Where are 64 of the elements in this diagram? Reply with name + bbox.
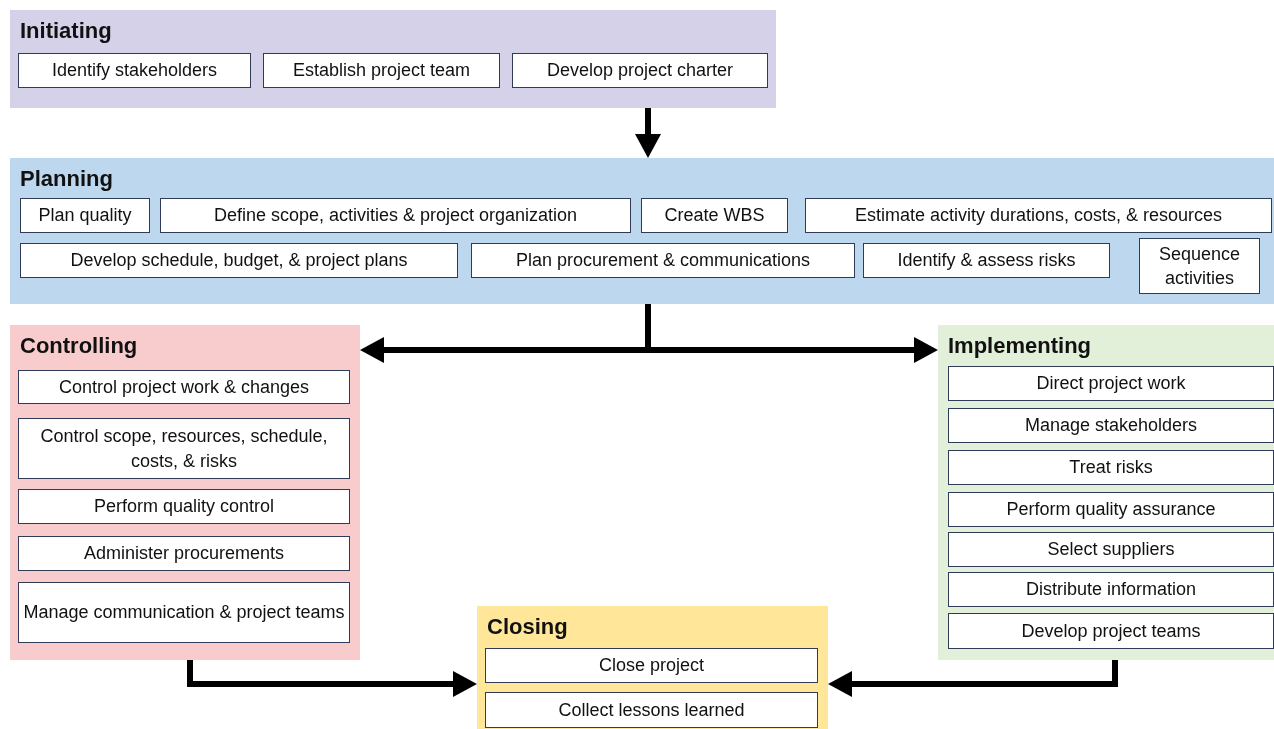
phase-panel [477, 606, 828, 729]
task-label: Sequence activities [1157, 242, 1242, 290]
process-box [863, 243, 1110, 278]
process-box [641, 198, 788, 233]
process-box [20, 198, 150, 233]
process-box [485, 692, 818, 728]
task-label: Control project work & changes [57, 375, 311, 399]
process-box [948, 366, 1274, 401]
process-box [18, 418, 350, 479]
process-box [948, 532, 1274, 567]
process-box [18, 582, 350, 643]
task-label: Manage stakeholders [1023, 414, 1199, 438]
task-label: Administer procurements [82, 542, 286, 566]
process-box [471, 243, 855, 278]
process-box [18, 489, 350, 524]
phase-title: Closing [487, 614, 568, 640]
process-box [805, 198, 1272, 233]
process-box [948, 492, 1274, 527]
arrow [645, 304, 938, 363]
process-box [512, 53, 768, 88]
task-label: Develop project charter [545, 59, 735, 83]
process-box [485, 648, 818, 683]
process-box [948, 572, 1274, 607]
task-label: Select suppliers [1046, 538, 1176, 562]
task-label: Develop schedule, budget, & project plans [69, 249, 409, 273]
phase-title: Planning [20, 166, 113, 192]
task-label: Identify & assess risks [896, 249, 1077, 273]
task-label: Distribute information [1024, 578, 1198, 602]
task-label: Control scope, resources, schedule, costs, & risks [39, 425, 329, 473]
task-label: Establish project team [291, 59, 472, 83]
task-label: Define scope, activities & project organization [212, 204, 579, 228]
task-label: Plan procurement & communications [514, 249, 812, 273]
process-box [18, 370, 350, 404]
arrow [635, 108, 661, 158]
phase-panel [10, 158, 1274, 304]
phase-title: Initiating [20, 18, 112, 44]
task-label: Direct project work [1035, 372, 1187, 396]
process-box [18, 536, 350, 571]
process-box [1139, 238, 1260, 294]
task-label: Treat risks [1068, 456, 1154, 480]
phase-title: Controlling [20, 333, 138, 359]
phase-panel [10, 325, 360, 660]
task-label: Plan quality [37, 204, 133, 228]
arrow [828, 660, 1118, 697]
task-label: Create WBS [663, 204, 766, 228]
process-box [18, 53, 251, 88]
task-label: Perform quality assurance [1005, 498, 1217, 522]
process-box [160, 198, 631, 233]
process-box [20, 243, 458, 278]
process-box [948, 450, 1274, 485]
phase-panel [938, 325, 1274, 660]
task-label: Identify stakeholders [50, 59, 219, 83]
task-label: Close project [597, 654, 705, 678]
task-label: Develop project teams [1020, 619, 1202, 643]
task-label: Collect lessons learned [557, 698, 746, 722]
process-box [948, 408, 1274, 443]
process-box [263, 53, 500, 88]
task-label: Estimate activity durations, costs, & resources [853, 204, 1224, 228]
task-label: Perform quality control [92, 495, 276, 519]
process-box [948, 613, 1274, 649]
arrow [187, 660, 477, 697]
phase-title: Implementing [948, 333, 1091, 359]
task-label: Manage communication & project teams [22, 601, 346, 625]
phase-panel [10, 10, 776, 108]
